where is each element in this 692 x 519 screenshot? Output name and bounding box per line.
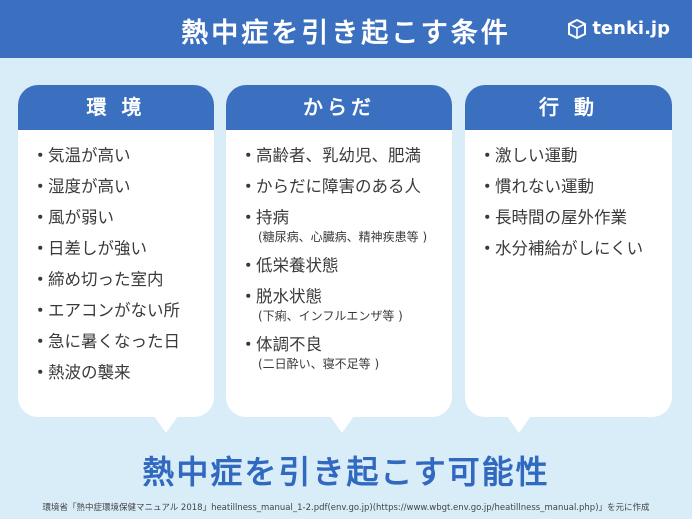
list-item: ・日差しが強い [32, 233, 214, 264]
bullet: ・ [240, 335, 257, 354]
item-text: 高齢者、乳幼児、肥満 [256, 146, 421, 165]
list-item: ・長時間の屋外作業 [479, 202, 672, 233]
item-text: 低栄養状態 [256, 256, 339, 275]
header-bar: 熱中症を引き起こす条件 tenki.jp [0, 0, 692, 58]
item-text: 激しい運動 [495, 146, 578, 165]
item-text: 風が弱い [48, 208, 114, 227]
bullet: ・ [240, 208, 257, 227]
logo-text: tenki.jp [592, 18, 670, 39]
list-item: ・高齢者、乳幼児、肥満 [240, 140, 452, 171]
item-text: からだに障害のある人 [256, 177, 421, 196]
list-item: ・急に暑くなった日 [32, 326, 214, 357]
list-item: ・持病 (糖尿病、心臓病、精神疾患等 ) [240, 202, 452, 244]
speech-tail [154, 416, 178, 433]
list-item: ・体調不良 (二日酔い、寝不足等 ) [240, 329, 452, 371]
bullet: ・ [479, 146, 496, 165]
bullet: ・ [32, 177, 49, 196]
item-text: エアコンがない所 [48, 301, 180, 320]
list-item: ・からだに障害のある人 [240, 171, 452, 202]
item-note: (二日酔い、寝不足等 ) [258, 357, 380, 371]
bullet: ・ [32, 208, 49, 227]
list-item: ・脱水状態 (下痢、インフルエンザ等 ) [240, 281, 452, 323]
item-text: 日差しが強い [48, 239, 147, 258]
item-text: 湿度が高い [48, 177, 131, 196]
bullet: ・ [479, 208, 496, 227]
card-body: からだ ・高齢者、乳幼児、肥満・からだに障害のある人・持病(糖尿病、心臓病、精神… [226, 85, 452, 433]
card-heading: からだ [226, 85, 452, 130]
list-item: ・風が弱い [32, 202, 214, 233]
list-item: ・激しい運動 [479, 140, 672, 171]
item-text: 脱水状態 [256, 287, 322, 306]
card-environment: 環 境 ・気温が高い・湿度が高い・風が弱い・日差しが強い・締め切った室内・エアコ… [18, 85, 214, 433]
item-text: 慣れない運動 [495, 177, 594, 196]
list-item: ・慣れない運動 [479, 171, 672, 202]
item-text: 水分補給がしにくい [495, 239, 644, 258]
bullet: ・ [240, 177, 257, 196]
tenki-logo: tenki.jp [567, 18, 670, 39]
item-text: 熱波の襲来 [48, 363, 131, 382]
source-note: 環境省「熱中症環境保健マニュアル 2018」heatillness_manual… [42, 503, 650, 513]
item-text: 長時間の屋外作業 [495, 208, 627, 227]
bullet: ・ [479, 177, 496, 196]
item-text: 急に暑くなった日 [48, 332, 180, 351]
list-item: ・エアコンがない所 [32, 295, 214, 326]
bullet: ・ [479, 239, 496, 258]
item-note: (糖尿病、心臓病、精神疾患等 ) [258, 230, 428, 244]
list-item: ・水分補給がしにくい [479, 233, 672, 264]
bullet: ・ [32, 301, 49, 320]
bullet: ・ [240, 287, 257, 306]
page-title: 熱中症を引き起こす条件 [181, 18, 511, 49]
card-heading: 環 境 [18, 85, 214, 130]
bullet: ・ [32, 363, 49, 382]
condition-list: ・気温が高い・湿度が高い・風が弱い・日差しが強い・締め切った室内・エアコンがない… [18, 130, 214, 388]
card-heading: 行 動 [465, 85, 672, 130]
item-text: 持病 [256, 208, 289, 227]
list-item: ・締め切った室内 [32, 264, 214, 295]
list-item: ・気温が高い [32, 140, 214, 171]
bullet: ・ [32, 270, 49, 289]
bullet: ・ [32, 332, 49, 351]
bullet: ・ [240, 146, 257, 165]
result-text: 熱中症を引き起こす可能性 [142, 453, 550, 491]
item-text: 体調不良 [256, 335, 322, 354]
bullet: ・ [240, 256, 257, 275]
condition-list: ・高齢者、乳幼児、肥満・からだに障害のある人・持病(糖尿病、心臓病、精神疾患等 … [226, 130, 452, 371]
card-behavior: 行 動 ・激しい運動・慣れない運動・長時間の屋外作業・水分補給がしにくい [465, 85, 672, 433]
speech-tail [507, 416, 531, 433]
list-item: ・低栄養状態 [240, 250, 452, 281]
speech-tail [330, 416, 354, 433]
tenki-logo-icon [568, 18, 587, 39]
item-text: 気温が高い [48, 146, 131, 165]
item-note: (下痢、インフルエンザ等 ) [258, 309, 403, 323]
bullet: ・ [32, 239, 49, 258]
list-item: ・湿度が高い [32, 171, 214, 202]
condition-list: ・激しい運動・慣れない運動・長時間の屋外作業・水分補給がしにくい [465, 130, 672, 264]
list-item: ・熱波の襲来 [32, 357, 214, 388]
item-text: 締め切った室内 [48, 270, 164, 289]
bullet: ・ [32, 146, 49, 165]
